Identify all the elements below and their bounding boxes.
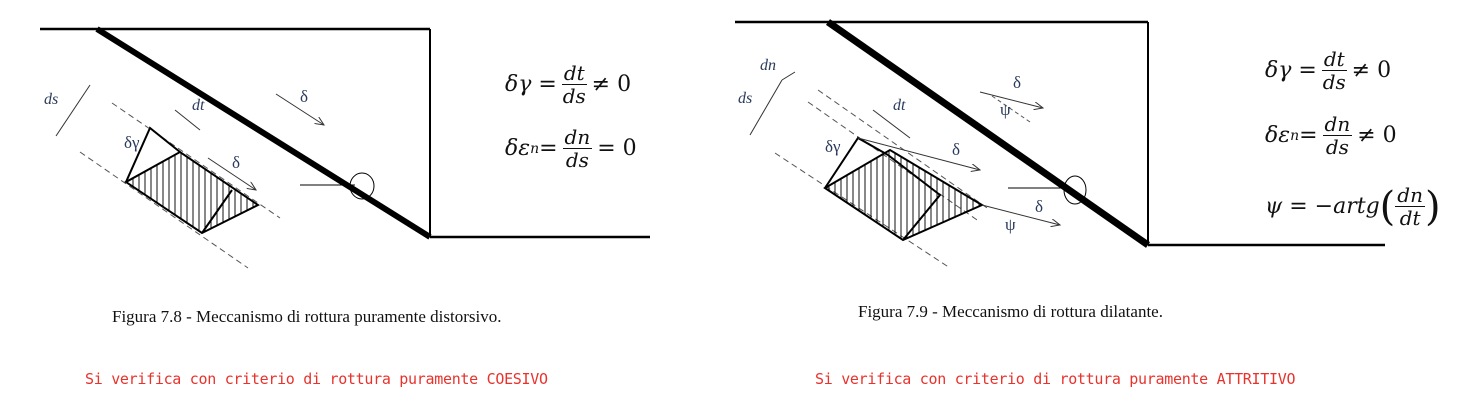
dashed-line xyxy=(79,151,249,269)
label-delta: δ xyxy=(232,153,240,172)
label-dt: dt xyxy=(893,97,906,114)
failure-surface xyxy=(95,26,432,240)
eq-lhs: δε xyxy=(1265,123,1291,148)
denominator: ds xyxy=(565,148,589,172)
denominator: ds xyxy=(1325,135,1349,159)
label-dgamma: δγ xyxy=(825,137,841,156)
sheared-element xyxy=(124,150,260,235)
eq-sub: n xyxy=(1290,127,1300,144)
denominator: ds xyxy=(562,84,586,108)
delta-arrow xyxy=(979,91,1043,108)
numerator: dt xyxy=(561,61,587,85)
label-ds: ds xyxy=(738,90,752,107)
figure-caption: Figura 7.9 - Meccanismo di rottura dilat… xyxy=(858,302,1163,321)
eq-rhs: ≠ 0 xyxy=(591,72,632,97)
label-ds: ds xyxy=(44,91,58,108)
label-delta: δ xyxy=(1013,73,1021,92)
sheared-element xyxy=(823,148,985,242)
eq-lhs: δε xyxy=(505,136,531,161)
delta-arrow xyxy=(207,157,256,190)
eq-rhs: = 0 xyxy=(597,136,637,161)
ds-dimension xyxy=(749,79,783,136)
label-delta: δ xyxy=(300,87,308,106)
numerator: dn xyxy=(1395,183,1425,207)
ds-dimension xyxy=(55,84,91,137)
delta-arrow xyxy=(857,137,980,170)
failure-surface xyxy=(825,19,1151,248)
label-psi: ψ xyxy=(1005,215,1016,234)
figure-left-drawing: ds dt δγ δ δ xyxy=(40,26,650,269)
numerator: dn xyxy=(562,125,593,149)
label-dt: dt xyxy=(192,97,205,114)
figure-right-drawing: dn ds dt δγ δ δ ψ δ ψ xyxy=(735,19,1385,269)
annotation-note: Si verifica con criterio di rottura pura… xyxy=(815,370,1296,388)
eq-lhs: δγ = xyxy=(1265,58,1317,83)
label-delta: δ xyxy=(1035,197,1043,216)
delta-arrow xyxy=(275,93,324,125)
dashed-line xyxy=(111,102,281,219)
delta-arrow xyxy=(981,204,1060,225)
numerator: dt xyxy=(1321,47,1347,71)
eq-rhs: ≠ 0 xyxy=(1351,58,1392,83)
eq-sub: n xyxy=(530,140,540,157)
label-delta: δ xyxy=(952,140,960,159)
label-dgamma: δγ xyxy=(124,133,140,152)
paren-close: ) xyxy=(1424,183,1441,230)
original-element xyxy=(125,126,181,183)
denominator: ds xyxy=(1322,70,1346,94)
dt-dimension xyxy=(872,109,911,139)
figure-caption: Figura 7.8 - Meccanismo di rottura puram… xyxy=(112,307,502,326)
label-dn: dn xyxy=(760,57,776,74)
element-edge xyxy=(887,154,942,241)
denominator: dt xyxy=(1399,206,1421,230)
eq-equals: = xyxy=(539,136,558,161)
eq-rhs: ≠ 0 xyxy=(1357,123,1397,148)
angle-circle xyxy=(349,172,375,200)
label-psi: ψ xyxy=(1000,100,1011,119)
annotation-note: Si verifica con criterio di rottura pura… xyxy=(85,370,548,388)
dt-dimension xyxy=(174,109,201,131)
eq-lhs: δγ = xyxy=(505,72,557,97)
angle-circle xyxy=(1063,175,1087,205)
eq-lhs: ψ = −artg xyxy=(1265,194,1380,219)
dashed-line xyxy=(991,95,1031,123)
numerator: dn xyxy=(1322,112,1353,136)
paren-open: ( xyxy=(1379,183,1396,230)
dn-dimension xyxy=(781,71,796,81)
eq-equals: = xyxy=(1299,123,1318,148)
element-edge xyxy=(201,189,233,234)
